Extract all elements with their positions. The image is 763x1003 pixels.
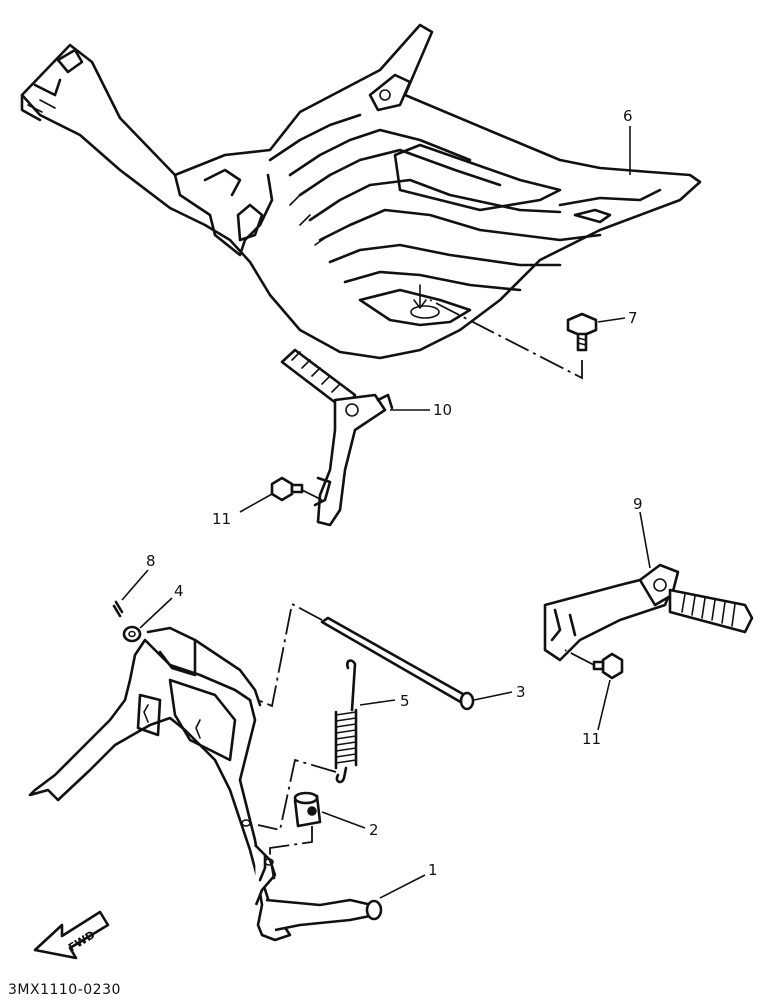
forward-direction-arrow: FWD xyxy=(33,910,110,960)
callout-label-5: 5 xyxy=(400,692,410,710)
rear-footrest-right-part-9 xyxy=(543,563,754,662)
callout-label-4: 4 xyxy=(174,582,184,600)
callout-11-lower: 11 xyxy=(582,679,611,748)
callout-5: 5 xyxy=(359,692,410,710)
collar-2-alignment-line xyxy=(269,826,313,862)
bolt-7-alignment-line xyxy=(429,299,583,380)
stand-spring-part-5 xyxy=(334,659,358,784)
bolt-11-upper-alignment-line xyxy=(301,489,323,501)
callout-label-1: 1 xyxy=(428,861,438,879)
callout-label-11-upper: 11 xyxy=(212,510,231,528)
callout-9: 9 xyxy=(633,495,651,569)
callout-label-10: 10 xyxy=(433,401,452,419)
callout-1: 1 xyxy=(379,861,438,899)
cotter-pin-part-8 xyxy=(112,600,124,618)
stand-collar-part-2 xyxy=(293,791,322,828)
washer-part-4 xyxy=(122,625,142,643)
callout-11-upper: 11 xyxy=(212,493,273,528)
callout-7: 7 xyxy=(597,309,638,327)
spring-5-alignment-line xyxy=(257,758,337,832)
callout-label-2: 2 xyxy=(369,821,379,839)
diagram-code: 3MX1110-0230 xyxy=(8,982,121,998)
footboard-bolt-part-7 xyxy=(566,312,598,352)
footrest-bolt-part-11-lower xyxy=(592,652,624,680)
callout-label-9: 9 xyxy=(633,495,643,513)
stand-shaft-part-3 xyxy=(320,616,475,711)
callout-8: 8 xyxy=(121,552,156,601)
shaft-3-alignment-line xyxy=(257,602,323,708)
callout-label-6: 6 xyxy=(623,107,633,125)
footboard-part-6 xyxy=(20,23,702,360)
callout-label-11-lower: 11 xyxy=(582,730,601,748)
callout-10: 10 xyxy=(390,401,452,419)
footrest-bolt-part-11-upper xyxy=(270,476,304,502)
bolt-11-lower-alignment-line xyxy=(564,649,595,666)
callout-label-8: 8 xyxy=(146,552,156,570)
main-stand-part-1 xyxy=(28,626,383,942)
callout-label-3: 3 xyxy=(516,683,526,701)
callout-6: 6 xyxy=(623,107,633,175)
callout-3: 3 xyxy=(473,683,526,701)
callout-4: 4 xyxy=(139,582,184,629)
callout-2: 2 xyxy=(321,811,379,839)
rear-footrest-left-part-10 xyxy=(280,348,394,527)
callout-label-7: 7 xyxy=(628,309,638,327)
